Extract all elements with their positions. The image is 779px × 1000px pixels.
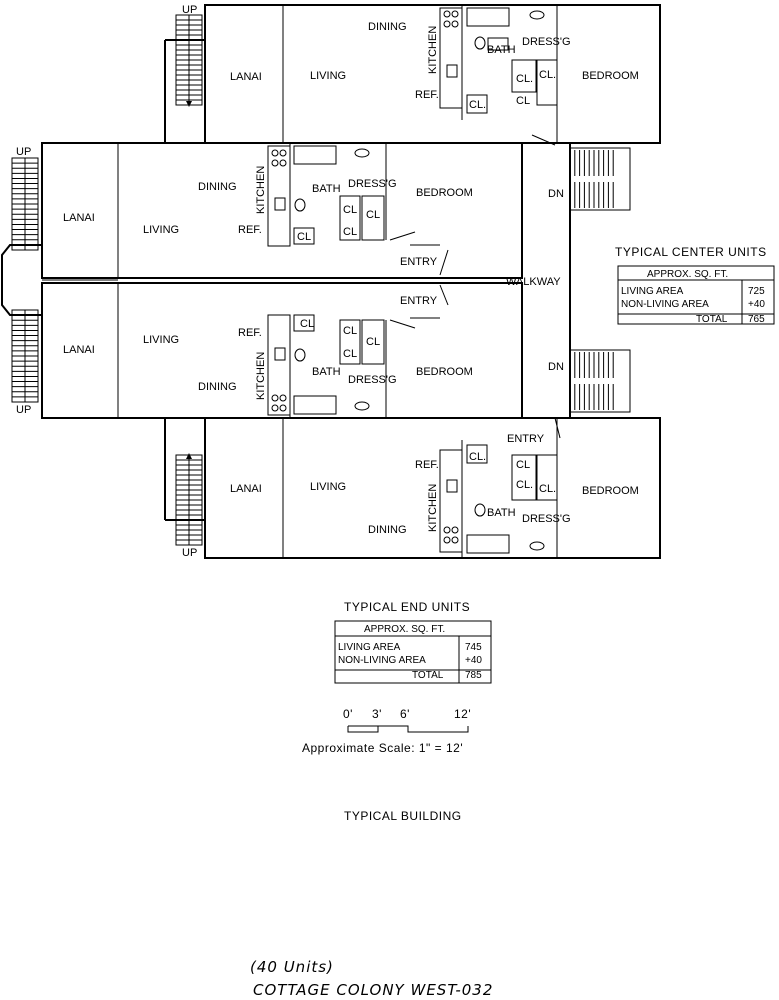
lanai-top: LANAI — [230, 71, 262, 83]
project-name: COTTAGE COLONY WEST-032 — [253, 981, 493, 999]
dining-top: DINING — [368, 21, 407, 33]
center-units-nonliving-value: +40 — [748, 299, 765, 310]
cl-bottom-1: CL. — [469, 451, 486, 463]
ref-center-upper: REF. — [238, 224, 262, 236]
scale-tick-6: 6' — [400, 707, 410, 721]
dining-center-lower: DINING — [198, 381, 237, 393]
stair-top-left — [175, 14, 203, 107]
dressing-bottom: DRESS'G — [522, 513, 571, 525]
room-labels: UP UP UP UP DN DN LANAI LIVING DINING KI… — [16, 4, 639, 559]
end-units-total-value: 785 — [465, 670, 482, 681]
bedroom-bottom: BEDROOM — [582, 485, 639, 497]
walkway: WALKWAY — [506, 276, 561, 288]
cl-bottom-3: CL. — [516, 479, 533, 491]
ref-bottom: REF. — [415, 459, 439, 471]
cl-top-1: CL. — [516, 73, 533, 85]
end-units-nonliving-value: +40 — [465, 655, 482, 666]
scale-bar: 0' 3' 6' 12' Approximate Scale: 1" = 12' — [302, 707, 471, 755]
dressing-top: DRESS'G — [522, 36, 571, 48]
bath-bottom: BATH — [487, 507, 516, 519]
up-label-top: UP — [182, 4, 197, 16]
dn-label-upper: DN — [548, 188, 564, 200]
end-units-living-value: 745 — [465, 642, 482, 653]
cl-center-upper-2: CL — [366, 209, 380, 221]
building-caption: TYPICAL BUILDING — [344, 809, 462, 823]
units-count: (40 Units) — [250, 958, 334, 976]
scale-caption: Approximate Scale: 1" = 12' — [302, 741, 463, 755]
kitchen-center-lower: KITCHEN — [255, 352, 267, 400]
building-walls — [0, 4, 661, 559]
cl-center-lower-1: CL — [343, 325, 357, 337]
center-units-title: TYPICAL CENTER UNITS — [615, 245, 767, 259]
end-units-header: APPROX. SQ. FT. — [364, 624, 445, 635]
entry-center-lower: ENTRY — [400, 295, 438, 307]
ref-center-lower: REF. — [238, 327, 262, 339]
scale-tick-3: 3' — [372, 707, 382, 721]
kitchen-bottom: KITCHEN — [427, 484, 439, 532]
end-units-title: TYPICAL END UNITS — [344, 600, 470, 614]
up-label-bottom: UP — [182, 547, 197, 559]
bedroom-center-lower: BEDROOM — [416, 366, 473, 378]
kitchen-center-upper: KITCHEN — [255, 166, 267, 214]
fixtures — [267, 7, 561, 554]
cl-center-lower-2: CL — [366, 336, 380, 348]
lanai-west-lower: LANAI — [63, 344, 95, 356]
cl-bottom-4: CL. — [539, 483, 556, 495]
cl-top-2: CL. — [539, 69, 556, 81]
dressing-center-lower: DRESS'G — [348, 374, 397, 386]
cl-center-upper-4: CL — [297, 231, 311, 243]
center-units-total-label: TOTAL — [696, 314, 728, 325]
living-center-lower: LIVING — [143, 334, 179, 346]
cl-top-4: CL. — [469, 99, 486, 111]
center-units-living-value: 725 — [748, 286, 765, 297]
bath-top: BATH — [487, 44, 516, 56]
cl-center-lower-3: CL — [343, 348, 357, 360]
bedroom-top: BEDROOM — [582, 70, 639, 82]
stair-east-lower — [569, 349, 631, 413]
center-units-living-label: LIVING AREA — [621, 286, 684, 297]
cl-center-upper-3: CL — [343, 226, 357, 238]
entry-bottom: ENTRY — [507, 433, 545, 445]
center-units-header: APPROX. SQ. FT. — [647, 269, 728, 280]
cl-center-upper-1: CL — [343, 204, 357, 216]
cl-top-3: CL — [516, 95, 530, 107]
bath-center-lower: BATH — [312, 366, 341, 378]
stair-east-upper — [569, 147, 631, 211]
lanai-west-upper: LANAI — [63, 212, 95, 224]
ref-top: REF. — [415, 89, 439, 101]
up-label-west-bottom: UP — [16, 404, 31, 416]
dressing-center-upper: DRESS'G — [348, 178, 397, 190]
center-units-total-value: 765 — [748, 314, 765, 325]
living-top: LIVING — [310, 70, 346, 82]
stair-bottom-left — [175, 453, 203, 546]
lanai-bottom: LANAI — [230, 483, 262, 495]
end-units-nonliving-label: NON-LIVING AREA — [338, 655, 426, 666]
bath-center-upper: BATH — [312, 183, 341, 195]
bedroom-center-upper: BEDROOM — [416, 187, 473, 199]
end-units-table: TYPICAL END UNITS APPROX. SQ. FT. LIVING… — [334, 600, 492, 684]
center-units-nonliving-label: NON-LIVING AREA — [621, 299, 709, 310]
dining-bottom: DINING — [368, 524, 407, 536]
dn-label-lower: DN — [548, 361, 564, 373]
dining-center-upper: DINING — [198, 181, 237, 193]
center-units-table: TYPICAL CENTER UNITS APPROX. SQ. FT. LIV… — [615, 245, 775, 325]
up-label-west-top: UP — [16, 146, 31, 158]
end-units-total-label: TOTAL — [412, 670, 444, 681]
living-bottom: LIVING — [310, 481, 346, 493]
cl-bottom-2: CL — [516, 459, 530, 471]
entry-center-upper: ENTRY — [400, 256, 438, 268]
scale-tick-12: 12' — [454, 707, 471, 721]
end-units-living-label: LIVING AREA — [338, 642, 401, 653]
scale-tick-0: 0' — [343, 707, 353, 721]
cl-center-lower-4: CL — [300, 318, 314, 330]
living-center-upper: LIVING — [143, 224, 179, 236]
kitchen-top: KITCHEN — [427, 26, 439, 74]
